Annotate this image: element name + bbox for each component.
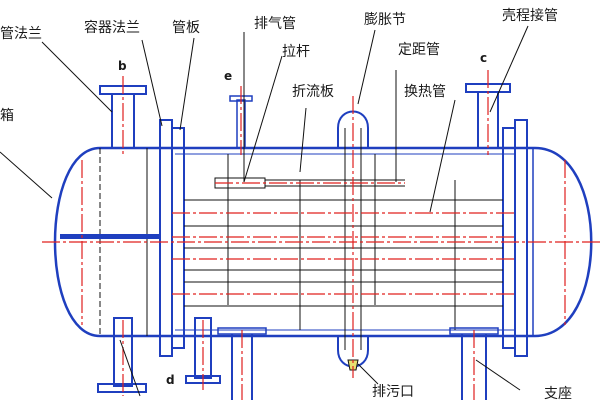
labels: 管法兰 容器法兰 管板 排气管 膨胀节 壳程接管 拉杆 定距管 折流板 换热管 … bbox=[0, 7, 572, 400]
leader-support bbox=[475, 359, 521, 391]
drain-outlet-valve bbox=[347, 359, 359, 371]
label-vessel-flange: 容器法兰 bbox=[84, 19, 140, 36]
label-channel-box: 箱 bbox=[0, 108, 14, 124]
label-baffle: 折流板 bbox=[292, 84, 334, 100]
tag-nozzle-b: b bbox=[118, 59, 127, 73]
label-spacer-tube: 定距管 bbox=[398, 42, 440, 58]
tube-sheets bbox=[159, 119, 534, 357]
leader-channel-box bbox=[0, 151, 53, 199]
leader-baffle bbox=[299, 107, 307, 173]
leader-tie-rod bbox=[243, 55, 283, 183]
leader-vessel-flange bbox=[141, 39, 163, 127]
leader-shell-nozzle bbox=[489, 25, 529, 113]
tube-bundle bbox=[184, 177, 503, 307]
right-tube-sheet bbox=[502, 127, 516, 349]
pass-partition bbox=[60, 234, 160, 239]
left-vessel-flange bbox=[159, 119, 173, 357]
centerlines bbox=[42, 70, 600, 400]
right-vessel-flange bbox=[514, 119, 528, 357]
label-support: 支座 bbox=[544, 386, 572, 400]
label-tie-rod: 拉杆 bbox=[282, 44, 310, 60]
leader-expansion-joint bbox=[357, 29, 376, 105]
label-vent-pipe: 排气管 bbox=[254, 16, 296, 32]
label-tube-sheet: 管板 bbox=[172, 20, 200, 36]
leader-heat-tube bbox=[429, 99, 456, 213]
left-tube-sheet bbox=[171, 127, 185, 349]
baffles bbox=[227, 154, 456, 330]
tag-nozzle-c: c bbox=[480, 51, 487, 65]
tag-nozzle-e: e bbox=[224, 69, 232, 83]
leader-lines bbox=[0, 25, 529, 397]
label-expansion-joint: 膨胀节 bbox=[364, 11, 406, 28]
label-heat-tube: 换热管 bbox=[404, 83, 446, 100]
bottom-channel-flange bbox=[97, 383, 147, 393]
leader-tube-flange bbox=[41, 41, 113, 113]
leader-bottom-nozzle bbox=[119, 339, 141, 397]
label-tube-flange: 管法兰 bbox=[0, 26, 42, 42]
label-drain-outlet: 排污口 bbox=[372, 384, 414, 400]
label-shell-nozzle: 壳程接管 bbox=[502, 7, 558, 24]
tag-nozzle-d: d bbox=[166, 373, 175, 387]
leader-tube-sheet bbox=[179, 37, 195, 131]
leader-drain-outlet bbox=[357, 363, 379, 385]
